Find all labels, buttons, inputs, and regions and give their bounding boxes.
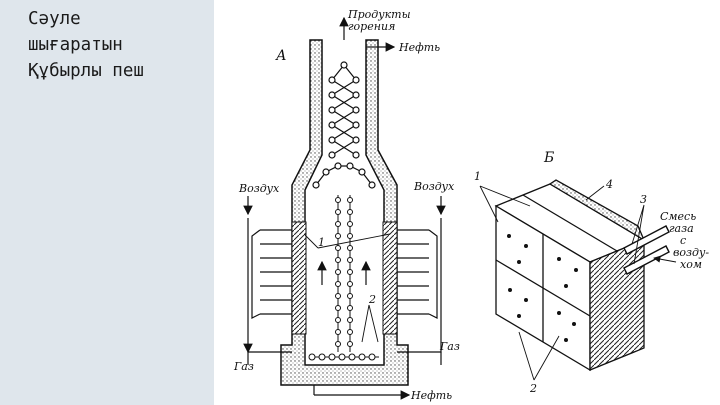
b-marker-3-label: 3 — [640, 193, 647, 206]
mix-label-2: газа — [669, 222, 694, 235]
floor-coil — [308, 353, 379, 361]
marker-leaders — [303, 233, 391, 343]
gas-nozzles — [623, 225, 670, 275]
panel-b: Б 1 2 3 4 Смесь газа с возду- хом — [474, 150, 709, 395]
combustion-products-label-2: горения — [348, 20, 395, 33]
air-right-label: Воздух — [413, 180, 455, 193]
oil-out-label: Нефть — [398, 41, 440, 54]
burner-banks — [247, 218, 442, 353]
chimney-coil — [328, 61, 360, 159]
panel-b-leaders — [479, 185, 677, 381]
slide-title: Сәуле шығаратын Құбырлы пеш — [28, 6, 208, 84]
flow-arrows — [243, 16, 446, 400]
crown-coil — [312, 162, 376, 189]
ceramic-block — [494, 179, 646, 372]
panel-a-letter: А — [275, 48, 287, 64]
panel-b-letter: Б — [543, 150, 554, 166]
marker-1-label: 1 — [318, 236, 325, 249]
title-panel: Сәуле шығаратын Құбырлы пеш — [0, 0, 214, 405]
mix-label-4: возду- — [673, 246, 709, 259]
mix-label-3: с — [680, 234, 686, 247]
gas-left-label: Газ — [233, 360, 254, 373]
title-line-3: Құбырлы пеш — [28, 61, 144, 81]
b-marker-1-label: 1 — [474, 170, 481, 183]
b-marker-4-label: 4 — [605, 178, 613, 191]
title-line-2: шығаратын — [28, 35, 123, 55]
mix-label-1: Смесь — [660, 210, 696, 223]
radiant-tube-columns — [335, 195, 353, 352]
marker-2-label: 2 — [368, 293, 376, 306]
combustion-products-label: Продукты — [347, 8, 411, 21]
b-marker-2-label: 2 — [529, 382, 537, 395]
title-line-1: Сәуле — [28, 9, 81, 29]
furnace-drawing: А Продукты горения Нефть Воздух Воздух Г… — [233, 8, 709, 402]
furnace-figure: А Продукты горения Нефть Воздух Воздух Г… — [214, 0, 720, 405]
oil-in-label: Нефть — [410, 389, 452, 402]
mix-label-5: хом — [680, 258, 702, 271]
gas-right-label: Газ — [439, 340, 460, 353]
panel-a: А Продукты горения Нефть Воздух Воздух Г… — [233, 8, 460, 402]
air-left-label: Воздух — [238, 182, 280, 195]
